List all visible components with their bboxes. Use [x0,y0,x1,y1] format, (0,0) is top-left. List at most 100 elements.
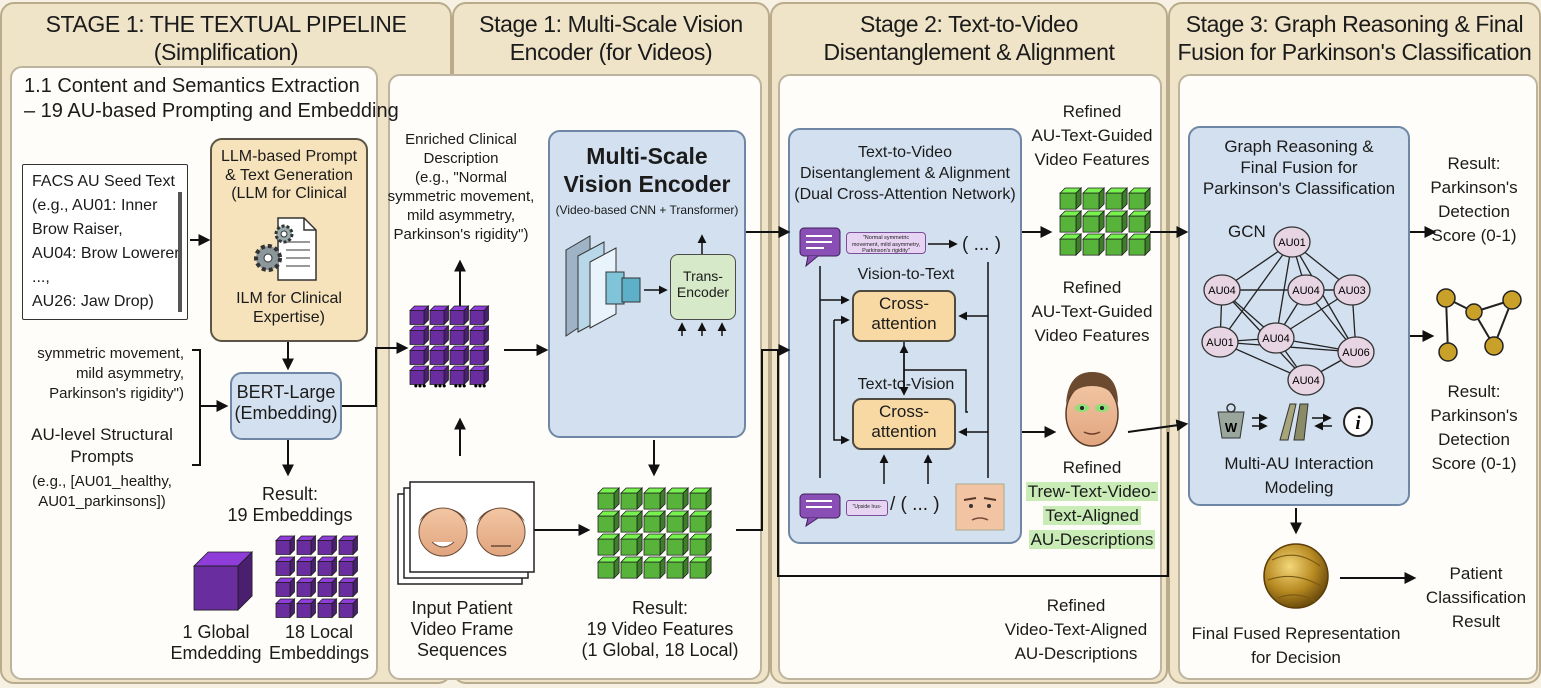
refined-hl-line: Text-Aligned [1043,506,1141,525]
video-feature-cube [689,533,713,557]
trans-encoder-text: Trans- Encoder [670,268,736,300]
embedding-result: Result: 19 Embeddings [200,484,380,526]
gcn-node-label: AU04 [1292,285,1320,297]
trans-encoder-box [670,254,736,320]
dual-cross-attention-title: Text-to-Video Disentanglement & Alignmen… [788,142,1022,205]
llm-caption-line: ILM for Clinical [236,290,342,307]
refined-feature-cube [1128,187,1152,211]
video-feature-cube [597,533,621,557]
gcn-node-label: AU04 [1262,333,1290,345]
seed-line: AU04: Brow Lowerer, [32,245,184,262]
text-embedding-cube [409,305,430,326]
local-embedding-cube [296,535,317,556]
text-embedding-cube [449,305,470,326]
interaction-modeling: Multi-AU Interaction Modeling [1188,452,1410,500]
gcn-node: AU03 [1333,274,1371,306]
seed-line: (e.g., AU01: Inner [32,197,158,214]
refined-face-icon [1065,372,1119,447]
local-embedding-cube [317,598,338,619]
text-embedding-cube [409,365,430,386]
cross-line: attention [871,422,937,441]
text-embedding-cube [449,365,470,386]
gcn-node-label: AU03 [1338,285,1366,297]
gcn-label: GCN [1228,222,1266,241]
refined-features-1: Refined AU-Text-Guided Video Features [1024,100,1160,172]
result-line: 19 Embeddings [227,504,353,525]
video-feature-cube [643,556,667,580]
ellipsis-label: ( ... ) [962,234,1002,255]
refined-feature-cube [1105,233,1129,257]
video-feature-cube [643,510,667,534]
refined-descriptions-bottom: Refined Video-Text-Aligned AU-Descriptio… [992,594,1160,666]
local-embedding-cube [275,598,296,619]
cross-attention-t2v [852,398,956,450]
video-feature-cube [666,533,690,557]
graph-reasoning-title: Graph Reasoning & Final Fusion for Parki… [1188,136,1410,199]
enriched-line: (e.g., "Normal [414,169,507,186]
gcn-edge [1291,241,1357,353]
score-line: Score (0-1) [1431,226,1517,245]
cross-attention-v2t [852,290,956,342]
seed-text-box [22,164,188,320]
speech-bubble-small-icon [799,493,841,528]
stage-title-line1: STAGE 1: THE TEXTUAL PIPELINE [45,11,407,37]
weight-icon: W [1217,403,1245,439]
filter-bars-icon [1279,403,1309,441]
result-score-1: Result: Parkinson's Detection Score (0-1… [1412,152,1536,248]
seed-line: ..., [32,269,50,286]
cross-attention-v2t-text: Cross- attention [852,294,956,334]
vf-line: 19 Video Features [586,618,734,639]
bert-line: BERT-Large [236,382,336,402]
video-feature-cube [620,556,644,580]
local-embedding-cube [338,598,359,619]
gcn-node: AU04 [1203,274,1241,306]
ellipsis-dots: ••• [414,379,427,393]
local-embedding-cube [317,556,338,577]
gcn-node: AU06 [1337,336,1375,368]
local-embedding-cube [317,535,338,556]
video-feature-cube [666,556,690,580]
speech-bubble-icon [799,227,841,268]
gcn-node-label: AU06 [1342,347,1370,359]
cube-grids: •••••••••••• [193,187,1152,619]
ellipsis-dots: ••• [474,379,487,393]
gcn-node-label: AU04 [1292,375,1320,387]
score-line: Result: [1447,382,1501,401]
info-icon: i [1343,407,1373,437]
gcn-node-label: AU01 [1206,337,1234,349]
structural-example-line: AU01_parkinsons]) [38,493,166,510]
stage-title-line2: Encoder (for Videos) [509,39,713,65]
local-embedding-cube [275,556,296,577]
graph-title-line: Parkinson's Classification [1202,179,1396,198]
gear-document-icon [254,217,317,281]
gcn-node-label: AU04 [1208,285,1236,297]
encoder-title-line: Multi-Scale [586,143,708,169]
llm-prompt-text: LLM-based Prompt & Text Generation (LLM … [212,148,366,204]
refined-hl-line: Trew-Text-Video- [1025,482,1159,501]
stage-title-line1: Stage 3: Graph Reasoning & Final [1185,11,1524,37]
fused-line: for Decision [1251,648,1341,667]
score-line: Result: [1447,154,1501,173]
stage-title-line1: Stage 2: Text-to-Video [860,11,1078,37]
refined-feature-cube [1082,233,1106,257]
video-feature-cube [666,510,690,534]
local-line: 18 Local [284,622,354,642]
video-feature-cube [597,487,621,511]
align-title-line: (Dual Cross-Attention Network) [794,186,1016,203]
refined-feature-cube [1059,187,1083,211]
refined-hl-line: AU-Descriptions [1028,530,1156,549]
heading-line: – 19 AU-based Prompting and Embedding [24,100,399,122]
score-line: Parkinson's [1430,406,1518,425]
text-to-vision-label: Text-to-Vision [857,376,955,393]
patient-classification-result: Patient Classification Result [1416,562,1536,634]
trans-line: Trans- [683,268,723,284]
text-embedding-cube [409,325,430,346]
local-embedding-cube [338,577,359,598]
refined-line: Refined [1062,458,1122,477]
llm-line: & Text Generation [225,166,353,184]
graph-title-line: Final Fusion for [1240,158,1358,177]
video-features-result: Result: 19 Video Features (1 Global, 18 … [570,598,750,661]
refined-feature-cube [1059,233,1083,257]
enriched-line: Parkinson's rigidity") [393,226,529,243]
